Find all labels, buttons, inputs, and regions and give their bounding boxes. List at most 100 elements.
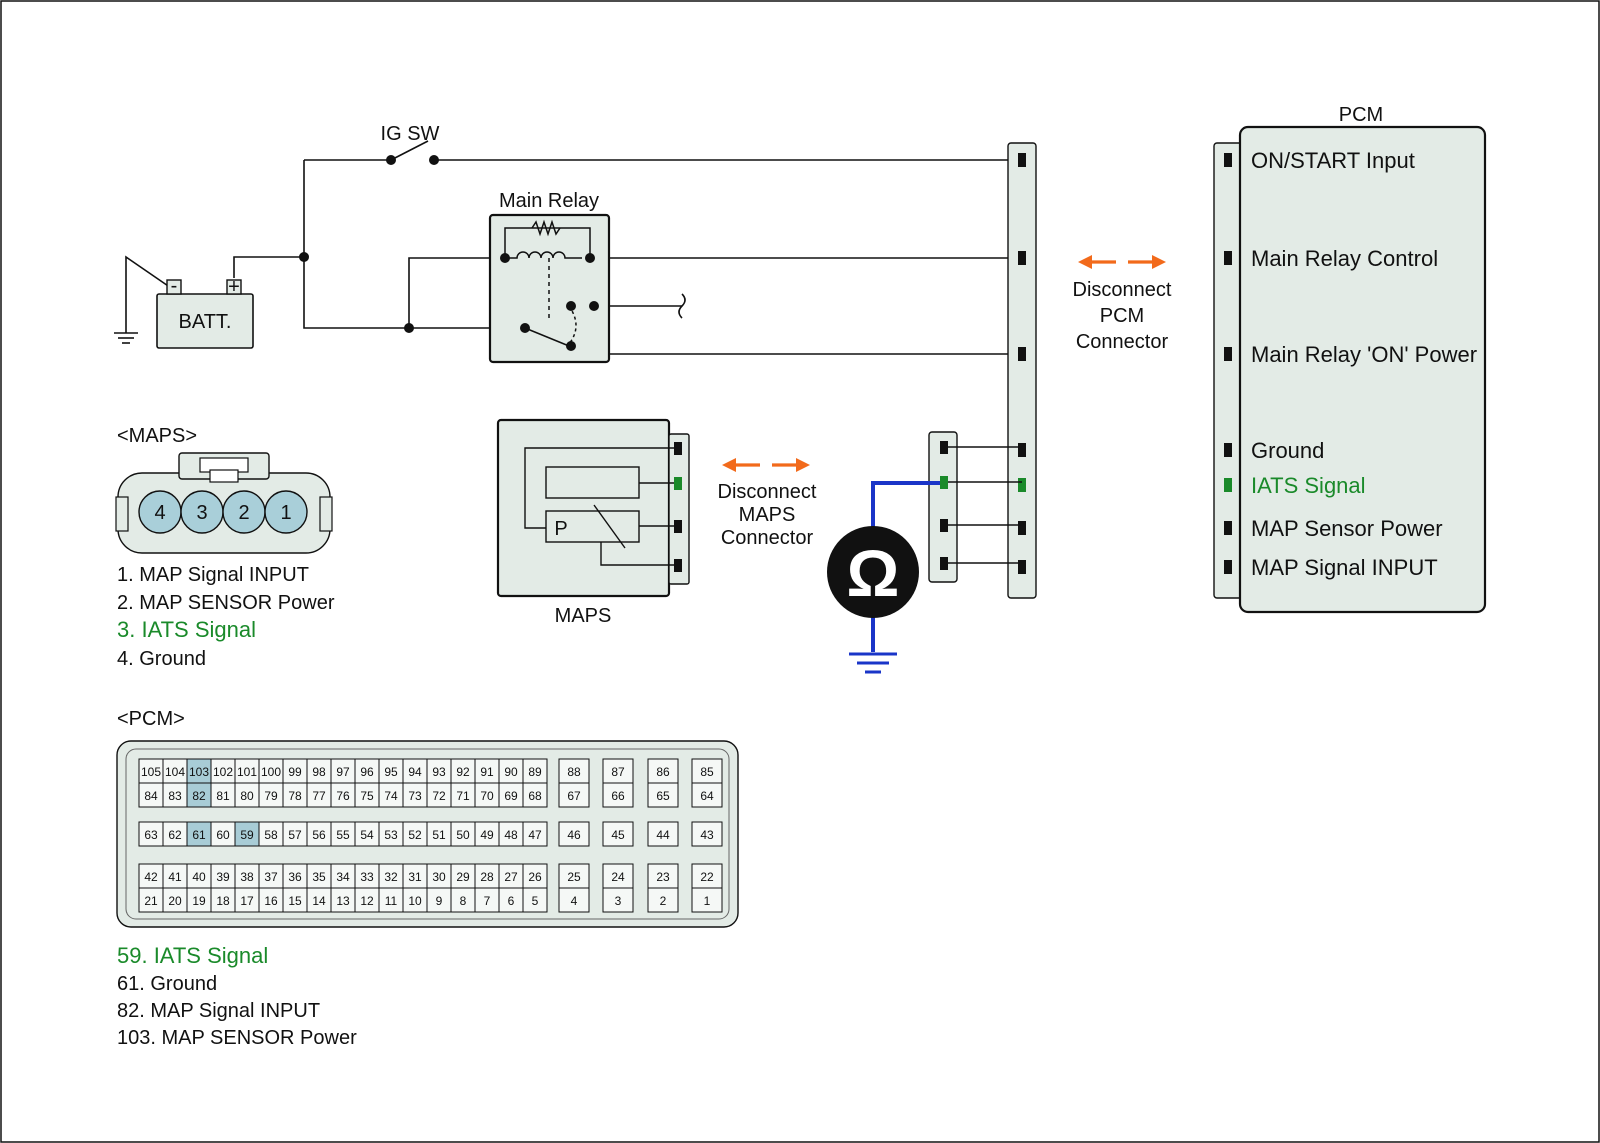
disconnect-pcm-line-3: Connector [1076,331,1169,353]
pcm-face-pin-number: 27 [504,870,518,884]
ig-switch-blade [390,140,429,161]
pcm-legend-item: 103. MAP SENSOR Power [117,1027,357,1049]
pcm-face-pin: 40 [186,863,212,889]
pcm-face-pin-number: 21 [144,894,158,908]
pcm-face-pin-number: 50 [456,828,470,842]
pcm-face-pin-number: 70 [480,789,494,803]
pcm-face-pin-number: 11 [385,894,398,908]
pcm-pin-row: Main Relay Control [1018,246,1438,271]
pcm-face-pin: 91 [474,758,500,784]
maps-p-symbol: P [554,518,567,540]
pcm-face-pin: 41 [162,863,188,889]
pcm-pin-label: IATS Signal [1251,473,1366,498]
pcm-face-pin-number: 2 [660,894,667,908]
pcm-face-pin-number: 54 [360,828,374,842]
pcm-face-pin: 43 [691,821,723,847]
pcm-face-pin: 24 [602,863,634,889]
pcm-face-pin-number: 8 [460,894,467,908]
pcm-face-pin-number: 51 [432,828,446,842]
pcm-face-pin-number: 41 [168,870,182,884]
pcm-face-pin: 83 [162,782,188,808]
pcm-face-pin-number: 68 [528,789,542,803]
pcm-face-pin-number: 32 [384,870,398,884]
maps-face-pin-number: 1 [280,502,291,524]
pcm-face-pin: 77 [306,782,332,808]
maps-harness-connector [928,431,1022,583]
pcm-face-pin: 14 [306,887,332,913]
pcm-face-pin-number: 40 [192,870,206,884]
pcm-face-pin-number: 65 [656,789,670,803]
pcm-face-pin-number: 78 [288,789,302,803]
pcm-face-pin: 10 [402,887,428,913]
pcm-face-pin: 69 [498,782,524,808]
pcm-face-pin-number: 77 [312,789,326,803]
pcm-face-pin-number: 28 [480,870,494,884]
pcm-face-pin: 84 [138,782,164,808]
pcm-face-pin-number: 83 [168,789,182,803]
main-relay-on-power-wire [571,305,1022,355]
pcm-face-pin: 78 [282,782,308,808]
pcm-face-pin-number: 18 [216,894,230,908]
disconnect-maps-line-1: Disconnect [718,481,817,503]
disconnect-pcm-arrows [1078,255,1166,269]
pcm-face-pin: 38 [234,863,260,889]
pcm-face-pin-number: 79 [264,789,278,803]
pcm-face-pin: 92 [450,758,476,784]
pcm-face-pin: 44 [647,821,679,847]
pcm-face-pin-number: 29 [456,870,470,884]
pcm-face-pin-number: 86 [656,765,670,779]
pcm-face-pin: 42 [138,863,164,889]
pcm-face-pin-number: 63 [144,828,158,842]
pcm-face-pin: 75 [354,782,380,808]
main-relay: Main Relay [488,190,611,364]
pcm-face-pin-number: 16 [264,894,278,908]
pcm-face-pin-number: 17 [240,894,254,908]
pcm-face-pin: 17 [234,887,260,913]
pcm-pin-row: IATS Signal [1018,473,1366,498]
pcm-face-pin: 70 [474,782,500,808]
pcm-face-pin: 74 [378,782,404,808]
disconnect-maps-line-2: MAPS [739,504,796,526]
pcm-face-pin-number: 31 [408,870,422,884]
pcm-terminal [1224,560,1232,574]
pcm-face-pin: 105 [138,758,164,784]
pcm-face-pin-number: 6 [508,894,515,908]
pcm-legend-item: 61. Ground [117,973,217,995]
pcm-face-pin: 68 [522,782,548,808]
pcm-face-pin: 57 [282,821,308,847]
pcm-face-pin: 48 [498,821,524,847]
pcm-face-pin-number: 53 [384,828,398,842]
pcm-face-pin: 85 [691,758,723,784]
pcm-face-pin-number: 61 [192,828,206,842]
pcm-face-pin-number: 67 [567,789,581,803]
pcm-face-pin: 104 [162,758,188,784]
maps-face-pin: 3 [180,490,224,534]
pcm-face-pin-number: 5 [532,894,539,908]
maps-face-pin-number: 3 [196,502,207,524]
pcm-face-pin-number: 47 [528,828,542,842]
pcm-face-pin: 18 [210,887,236,913]
pcm-face-pin-number: 94 [408,765,422,779]
pcm-face-pin: 90 [498,758,524,784]
pcm-face-pin-number: 55 [336,828,350,842]
pcm-face-pin: 62 [162,821,188,847]
maps-face-pin: 2 [222,490,266,534]
pcm-face-pin: 94 [402,758,428,784]
pcm-terminal [1224,251,1232,265]
harness-terminal [1018,560,1026,574]
pcm-face-pin: 33 [354,863,380,889]
pcm-face-pin: 21 [138,887,164,913]
pcm-face-pin: 19 [186,887,212,913]
pcm-face-pin-number: 66 [611,789,625,803]
pcm-face-pin-number: 89 [528,765,542,779]
pcm-face-pin-number: 85 [700,765,714,779]
pcm-face-pin: 16 [258,887,284,913]
pcm-face-pin-number: 74 [384,789,398,803]
pcm-face-pin-number: 43 [700,828,714,842]
ig-switch-label: IG SW [381,123,440,145]
pcm-face-pin: 79 [258,782,284,808]
pcm-face-pin: 60 [210,821,236,847]
